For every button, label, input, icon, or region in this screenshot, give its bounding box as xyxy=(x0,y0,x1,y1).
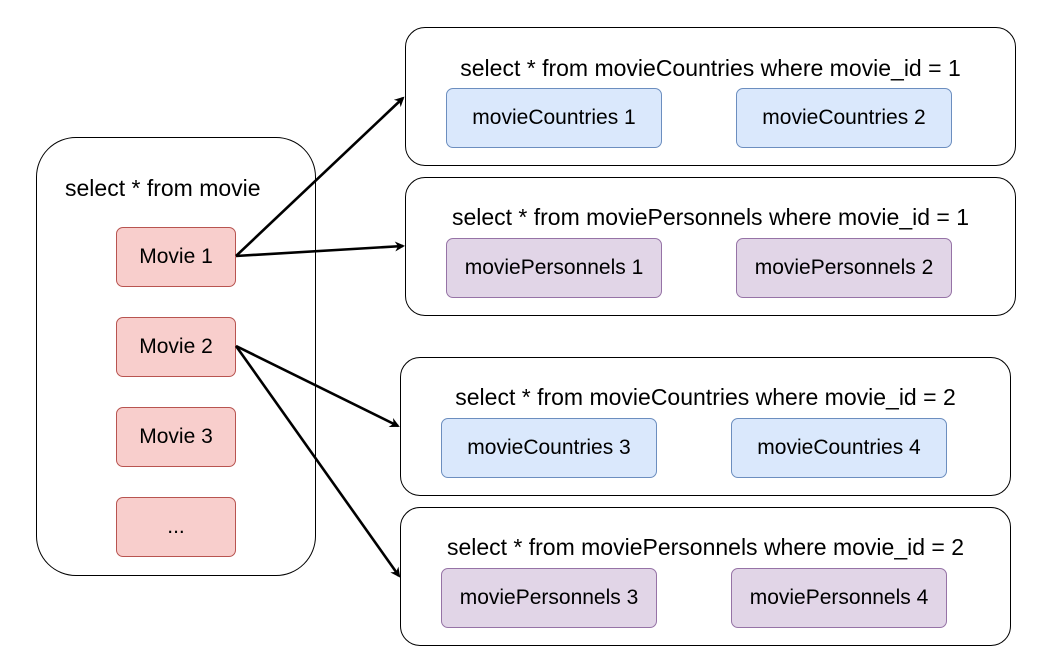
movie-node-3: Movie 3 xyxy=(116,407,236,467)
personnels-query-container-2: select * from moviePersonnels where movi… xyxy=(400,507,1011,646)
countries-query-container-2: select * from movieCountries where movie… xyxy=(400,357,1011,496)
query-label: select * from moviePersonnels where movi… xyxy=(446,534,965,560)
movie-node-1: Movie 1 xyxy=(116,227,236,287)
personnel-node: moviePersonnels 2 xyxy=(736,238,952,298)
country-node: movieCountries 3 xyxy=(441,418,657,478)
countries-query-container-1: select * from movieCountries where movie… xyxy=(405,27,1016,166)
personnels-query-container-1: select * from moviePersonnels where movi… xyxy=(405,177,1016,316)
query-label: select * from movieCountries where movie… xyxy=(455,384,956,410)
movie-query-label: select * from movie xyxy=(65,175,261,201)
country-node: movieCountries 4 xyxy=(731,418,947,478)
query-label: select * from moviePersonnels where movi… xyxy=(451,204,970,230)
personnel-node: moviePersonnels 3 xyxy=(441,568,657,628)
query-label: select * from movieCountries where movie… xyxy=(460,55,961,81)
country-node: movieCountries 2 xyxy=(736,88,952,148)
personnel-node: moviePersonnels 1 xyxy=(446,238,662,298)
movie-query-container: select * from movie Movie 1 Movie 2 Movi… xyxy=(36,137,316,576)
personnel-node: moviePersonnels 4 xyxy=(731,568,947,628)
country-node: movieCountries 1 xyxy=(446,88,662,148)
movie-node-2: Movie 2 xyxy=(116,317,236,377)
movie-node-more: ... xyxy=(116,497,236,557)
